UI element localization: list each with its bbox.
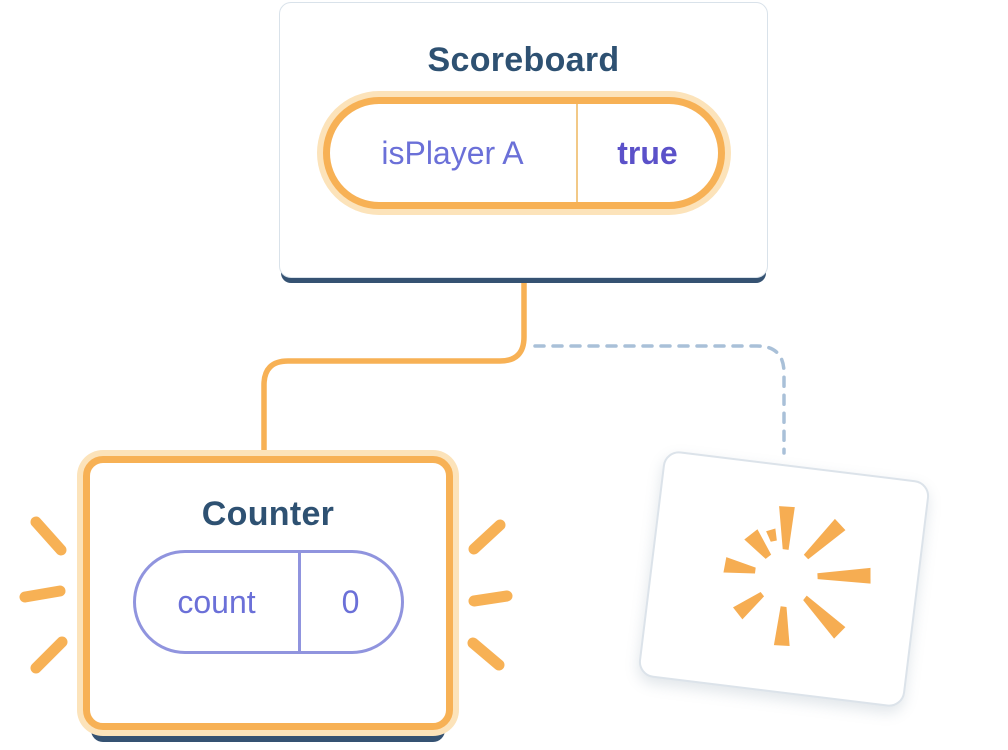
scoreboard-state-key: isPlayer A <box>381 134 524 171</box>
emphasis-marks-left-icon <box>19 516 68 674</box>
poof-burst-icon <box>723 506 871 647</box>
scoreboard-state-value: true <box>617 134 678 171</box>
counter-title: Counter <box>201 495 335 533</box>
counter-state-key: count <box>177 583 256 620</box>
counter-state-pill: count 0 <box>132 550 404 654</box>
pill-divider <box>575 104 578 202</box>
counter-card: Counter count 0 <box>83 456 453 730</box>
scoreboard-card: Scoreboard isPlayer A true <box>279 2 768 278</box>
pill-divider <box>297 553 301 651</box>
counter-state-value: 0 <box>341 583 360 620</box>
poofed-card <box>637 449 931 709</box>
connector-dashed-line <box>533 344 786 455</box>
connector-solid-line <box>261 278 527 460</box>
scoreboard-state-pill: isPlayer A true <box>322 97 725 209</box>
scoreboard-title: Scoreboard <box>427 41 620 79</box>
emphasis-marks-right-icon <box>467 519 513 671</box>
